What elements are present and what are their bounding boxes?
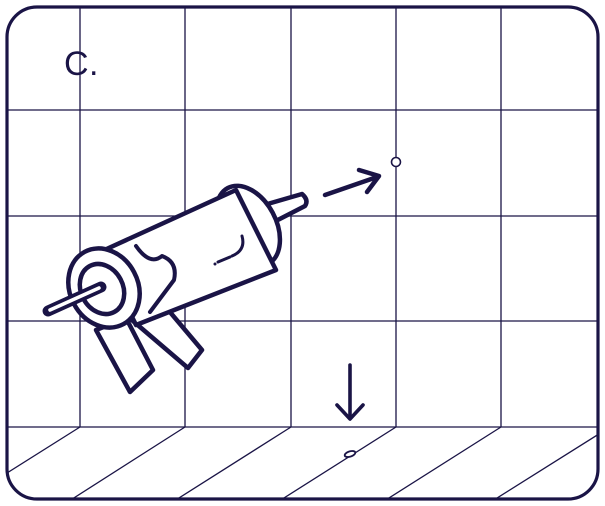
panel-border <box>5 5 600 501</box>
caulking-gun-icon <box>42 183 309 395</box>
arrow-right-icon <box>322 167 382 198</box>
floor-hatching <box>7 426 598 499</box>
step-label: C. <box>64 45 99 83</box>
sealant-bead-icon <box>343 450 357 458</box>
panel-background <box>7 7 598 499</box>
arrow-down-icon <box>335 363 365 421</box>
target-circle-icon <box>390 156 402 168</box>
